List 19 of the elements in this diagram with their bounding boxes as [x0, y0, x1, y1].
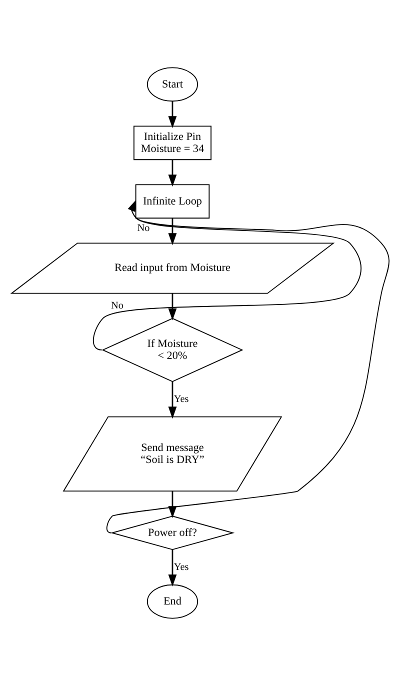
node-ellipse: Start	[146, 67, 198, 102]
arrow	[168, 491, 177, 518]
edge-label: No	[111, 300, 124, 312]
node-diamond: If Moisture < 20%	[102, 318, 244, 382]
arrow	[168, 101, 177, 128]
arrow	[168, 294, 177, 320]
arrow	[106, 200, 390, 534]
node-ellipse: End	[146, 584, 198, 619]
node-box: Initialize Pin Moisture = 34	[133, 126, 212, 160]
node-diamond: Power off?	[110, 516, 235, 550]
arrow	[168, 218, 177, 246]
arrow	[168, 550, 177, 587]
edge-label: Yes	[174, 562, 189, 573]
arrow	[168, 160, 177, 187]
edge-label: No	[137, 223, 150, 234]
arrow	[168, 382, 177, 419]
edge-label: Yes	[174, 394, 189, 405]
arrow	[92, 200, 362, 350]
node-box: Infinite Loop	[135, 184, 210, 219]
